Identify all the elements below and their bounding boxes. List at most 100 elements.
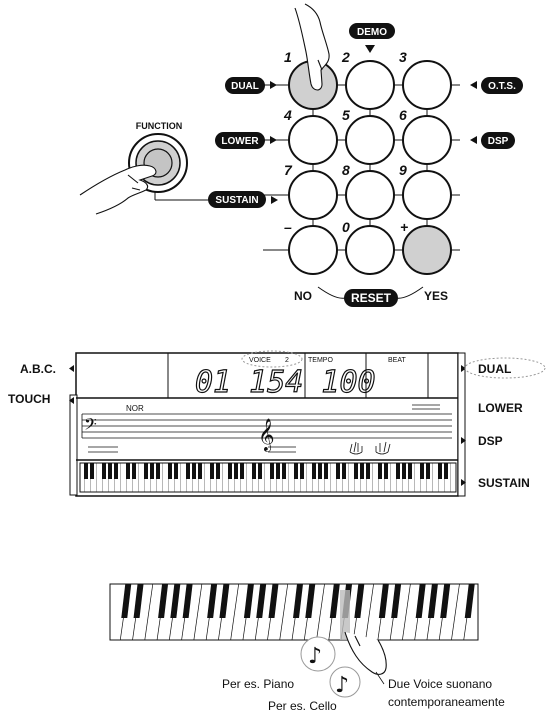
beat-indicator: BEAT xyxy=(388,357,406,364)
black-key xyxy=(102,463,106,479)
black-key xyxy=(294,463,298,479)
white-key-edge xyxy=(193,583,203,641)
black-key xyxy=(438,463,442,479)
music-note-icon: ♪ xyxy=(308,644,322,669)
lower-lcd-label: LOWER xyxy=(478,401,523,415)
button-0[interactable] xyxy=(345,225,395,275)
hand-icon xyxy=(79,164,157,215)
black-key xyxy=(378,584,389,618)
button-4[interactable] xyxy=(288,115,338,165)
white-key-edge xyxy=(451,583,460,641)
black-key xyxy=(90,463,94,479)
black-key xyxy=(312,463,316,479)
note-bubble-cello: ♪ xyxy=(329,666,361,698)
button-9[interactable] xyxy=(402,170,452,220)
nor-indicator: NOR xyxy=(126,404,144,413)
function-label: FUNCTION xyxy=(136,121,183,131)
black-key xyxy=(234,463,238,479)
key-number-7: 7 xyxy=(284,162,293,178)
black-key xyxy=(133,584,144,618)
black-key xyxy=(354,584,365,618)
black-key xyxy=(156,463,160,479)
key-number-8: 8 xyxy=(342,162,350,178)
key-number-3: 3 xyxy=(399,49,407,65)
black-key xyxy=(408,463,412,479)
black-key xyxy=(174,463,178,479)
black-key xyxy=(243,584,254,618)
hand-icon xyxy=(294,3,330,91)
button-6[interactable] xyxy=(402,115,452,165)
tempo-indicator: TEMPO xyxy=(308,357,333,364)
demo-label: DEMO xyxy=(349,23,395,53)
button-minus[interactable] xyxy=(288,225,338,275)
voice-number: 2 xyxy=(285,357,289,364)
black-key xyxy=(391,584,402,618)
black-key xyxy=(121,584,132,618)
white-key-edge xyxy=(365,583,374,641)
key-number-6: 6 xyxy=(399,107,407,123)
black-key xyxy=(420,463,424,479)
white-key-edge xyxy=(279,583,289,641)
dual-lcd-label: DUAL xyxy=(478,362,511,376)
black-key xyxy=(252,463,256,479)
key-minus: – xyxy=(284,219,292,235)
black-key xyxy=(293,584,303,618)
black-key xyxy=(240,463,244,479)
black-key xyxy=(228,463,232,479)
black-key xyxy=(336,463,340,479)
black-key xyxy=(216,463,220,479)
black-key xyxy=(324,463,328,479)
dsp-lcd-label: DSP xyxy=(478,434,503,448)
black-key xyxy=(258,463,262,479)
key-number-2: 2 xyxy=(341,49,350,65)
button-2[interactable] xyxy=(345,60,395,110)
black-key xyxy=(270,463,274,479)
black-key xyxy=(150,463,154,479)
black-key xyxy=(168,463,172,479)
keyboard-illustration xyxy=(109,583,479,641)
yes-label: YES xyxy=(424,289,448,303)
key-number-0: 0 xyxy=(342,219,350,235)
lcd-digits: 01 154 100 xyxy=(195,365,376,400)
hands-icon xyxy=(349,441,391,455)
ots-label: O.T.S. xyxy=(470,77,523,94)
black-key xyxy=(440,584,451,618)
black-key xyxy=(144,463,148,479)
caption-piano: Per es. Piano xyxy=(222,677,294,691)
caption-cello: Per es. Cello xyxy=(268,699,337,713)
button-7[interactable] xyxy=(288,170,338,220)
black-key xyxy=(114,463,118,479)
white-key-edge xyxy=(316,583,325,641)
black-key xyxy=(182,584,193,618)
abc-label: A.B.C. xyxy=(20,362,56,376)
black-key xyxy=(282,463,286,479)
button-8[interactable] xyxy=(345,170,395,220)
black-key xyxy=(342,463,346,479)
black-key xyxy=(384,463,388,479)
button-5[interactable] xyxy=(345,115,395,165)
black-key xyxy=(378,463,382,479)
black-key xyxy=(300,463,304,479)
black-key xyxy=(108,463,112,479)
treble-clef-icon: 𝄞 xyxy=(258,418,275,452)
dsp-panel-label: DSP xyxy=(470,132,515,149)
black-key xyxy=(84,463,88,479)
key-number-1: 1 xyxy=(284,49,292,65)
black-key xyxy=(219,584,230,618)
music-note-icon: ♪ xyxy=(335,673,349,698)
black-key xyxy=(158,584,169,618)
button-3[interactable] xyxy=(402,60,452,110)
black-key xyxy=(186,463,190,479)
button-numbers: 1 2 3 4 5 6 7 8 9 – 0 + xyxy=(283,49,408,235)
black-key xyxy=(198,463,202,479)
svg-text:O.T.S.: O.T.S. xyxy=(488,81,516,92)
black-key xyxy=(354,463,358,479)
black-key xyxy=(426,463,430,479)
button-plus[interactable] xyxy=(402,225,452,275)
caption-dual-1: Due Voice suonano xyxy=(388,677,492,691)
black-key xyxy=(366,463,370,479)
button-panel: DEMO DUAL O.T.S. LOWER DSP xyxy=(79,3,523,307)
black-key xyxy=(192,463,196,479)
black-key xyxy=(415,584,426,618)
